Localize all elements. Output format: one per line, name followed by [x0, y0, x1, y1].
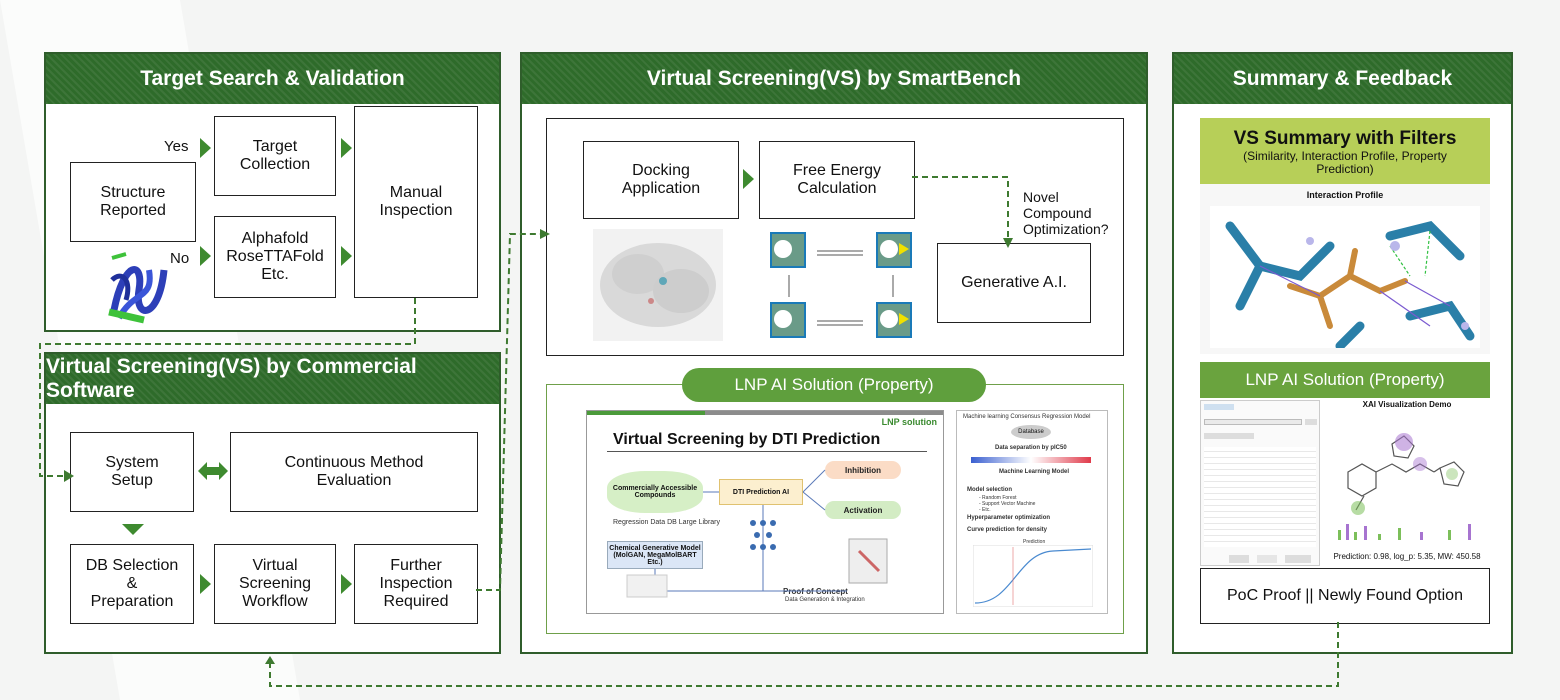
- continuous-method-box: Continuous Method Evaluation: [230, 432, 478, 512]
- app-tab: [1204, 404, 1234, 410]
- lnp-logo: LNP solution: [881, 417, 937, 427]
- lnp-app-screenshot: [1200, 400, 1320, 566]
- no-label: No: [170, 250, 190, 267]
- proof-caption: Data Generation & Integration: [785, 597, 865, 603]
- smartbench-panel: Virtual Screening(VS) by SmartBench Dock…: [520, 52, 1148, 654]
- arrow-icon: [200, 138, 211, 158]
- xai-title: XAI Visualization Demo: [1362, 400, 1452, 409]
- dti-ai-node: DTI Prediction AI: [719, 479, 803, 505]
- chem-gen-model-node: Chemical Generative Model (MolGAN, MegaM…: [607, 541, 703, 569]
- card-accent: [587, 411, 705, 415]
- inhibition-node: Inhibition: [825, 461, 901, 479]
- vs-summary-header: VS Summary with Filters (Similarity, Int…: [1200, 118, 1490, 184]
- xai-visualization: XAI Visualization Demo: [1324, 400, 1490, 566]
- docking-application-box: Docking Application: [583, 141, 739, 219]
- lnp-solution-pill: LNP AI Solution (Property): [682, 368, 986, 402]
- prediction-text: Prediction: 0.98, log_p: 5.35, MW: 450.5…: [1333, 552, 1481, 561]
- arrow-icon: [743, 169, 754, 189]
- arrow-head-icon: [1003, 238, 1013, 248]
- app-log: [1204, 447, 1316, 547]
- vs-workflow-box: Virtual Screening Workflow: [214, 544, 336, 624]
- summary-feedback-panel: Summary & Feedback VS Summary with Filte…: [1172, 52, 1513, 654]
- lnp-summary-header: LNP AI Solution (Property): [1200, 362, 1490, 398]
- system-setup-box: System Setup: [70, 432, 194, 512]
- protein-structure-icon: [108, 252, 168, 324]
- double-arrow-icon: [198, 462, 228, 480]
- prediction-plot-title: Prediction: [1023, 539, 1046, 545]
- poc-proof-box: PoC Proof || Newly Found Option: [1200, 568, 1490, 624]
- panel-title: Virtual Screening(VS) by Commercial Soft…: [46, 354, 499, 404]
- dti-prediction-card: LNP solution Virtual Screening by DTI Pr…: [586, 410, 944, 614]
- ml-header: Machine learning Consensus Regression Mo…: [963, 414, 1091, 420]
- arrow-icon: [341, 246, 352, 266]
- data-separation-label: Data separation by pIC50: [995, 445, 1067, 451]
- arrow-icon: [341, 138, 352, 158]
- xai-molecule-image: [1338, 433, 1471, 540]
- smartbench-workflow-frame: Docking Application Free Energy Calculat…: [546, 118, 1124, 356]
- free-energy-box: Free Energy Calculation: [759, 141, 915, 219]
- arrow-down-icon: [122, 524, 144, 535]
- ml-sub-bullets: - Random Forest - Support Vector Machine…: [979, 495, 1036, 513]
- commercial-software-panel: Virtual Screening(VS) by Commercial Soft…: [44, 352, 501, 654]
- free-energy-cycle-image: [770, 232, 912, 338]
- panel-title: Virtual Screening(VS) by SmartBench: [522, 54, 1146, 104]
- ml-bullet: Curve prediction for density: [967, 527, 1048, 533]
- ml-consensus-card: Machine learning Consensus Regression Mo…: [956, 410, 1108, 614]
- arrow-head-icon: [265, 656, 275, 664]
- app-input: [1204, 419, 1302, 425]
- interaction-profile-area: Interaction Profile: [1200, 184, 1490, 354]
- arrow-icon: [200, 246, 211, 266]
- manual-inspection-box: Manual Inspection: [354, 106, 478, 298]
- card-accent: [705, 411, 943, 415]
- ml-bullet: Model selection: [967, 487, 1013, 493]
- vs-summary-subtitle: (Similarity, Interaction Profile, Proper…: [1243, 149, 1447, 176]
- further-inspection-box: Further Inspection Required: [354, 544, 478, 624]
- app-clear-button: [1229, 555, 1249, 563]
- alphafold-box: Alphafold RoseTTAFold Etc.: [214, 216, 336, 298]
- interaction-profile-image: [1210, 206, 1480, 348]
- arrow-icon: [200, 574, 211, 594]
- panel-title: Target Search & Validation: [46, 54, 499, 104]
- dti-flow-lines: [626, 469, 888, 598]
- app-visualize-button: [1285, 555, 1311, 563]
- target-search-panel: Target Search & Validation Yes No Struct…: [44, 52, 501, 332]
- panel-title: Summary & Feedback: [1174, 54, 1511, 104]
- protein-surface-image: [593, 229, 723, 341]
- app-button: [1305, 419, 1317, 425]
- app-select: [1204, 433, 1254, 439]
- ml-model-label: Machine Learning Model: [999, 469, 1070, 475]
- pic50-colorbar: [971, 457, 1091, 463]
- density-curve-plot: [973, 545, 1093, 607]
- divider: [607, 451, 927, 452]
- dti-title: Virtual Screening by DTI Prediction: [613, 431, 881, 448]
- yes-label: Yes: [164, 138, 189, 155]
- regression-caption: Regression Data DB Large Library: [613, 519, 720, 526]
- generative-ai-box: Generative A.I.: [937, 243, 1091, 323]
- arrow-head-icon: [64, 470, 74, 482]
- target-collection-box: Target Collection: [214, 116, 336, 196]
- app-run-button: [1257, 555, 1277, 563]
- interaction-profile-label: Interaction Profile: [1306, 190, 1384, 200]
- vs-summary-title: VS Summary with Filters: [1233, 128, 1457, 149]
- db-selection-box: DB Selection & Preparation: [70, 544, 194, 624]
- database-node: Database: [1011, 425, 1051, 439]
- commercial-compounds-node: Commercially Accessible Compounds: [607, 471, 703, 513]
- activation-node: Activation: [825, 501, 901, 519]
- structure-reported-box: Structure Reported: [70, 162, 196, 242]
- novel-compound-question: Novel Compound Optimization?: [1023, 189, 1109, 237]
- arrow-icon: [341, 574, 352, 594]
- arrow-head-icon: [540, 229, 550, 239]
- ml-bullet: Hyperparameter optimization: [967, 515, 1051, 521]
